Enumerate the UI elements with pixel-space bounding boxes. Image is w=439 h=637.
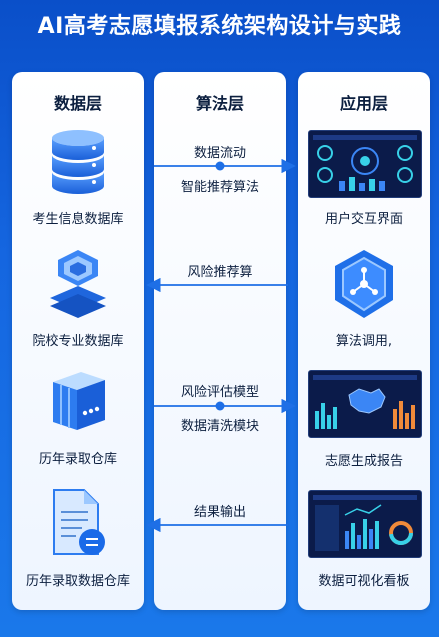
flow-1-bottom-label: 智能推荐算法 [180, 180, 259, 195]
map-dashboard-icon [308, 370, 422, 438]
layered-stack-icon [50, 250, 106, 318]
app-item-label: 用户交互界面 [324, 212, 403, 227]
algorithm-layer-heading: 算法层 [195, 94, 244, 113]
chart-dashboard-icon [308, 490, 422, 558]
app-item-label: 算法调用, [335, 334, 393, 349]
app-item-label: 数据可视化看板 [318, 574, 410, 589]
document-icon [53, 489, 105, 555]
flow-node-3 [215, 401, 225, 411]
shield-network-icon [335, 250, 393, 318]
flow-2-top-label: 风险推荐算 [187, 265, 253, 280]
warehouse-boxes-icon [53, 372, 105, 430]
data-item-label: 院校专业数据库 [32, 334, 124, 349]
application-layer-panel: 应用层 用户交互界面 [298, 72, 430, 610]
flow-4-top-label: 结果输出 [193, 505, 246, 520]
database-icon [52, 130, 104, 194]
flow-3-bottom-label: 数据清洗模块 [180, 419, 259, 434]
data-item-label: 考生信息数据库 [32, 212, 124, 227]
data-item-label: 历年录取数据仓库 [25, 574, 130, 589]
data-layer-heading: 数据层 [53, 94, 102, 113]
page-title: AI高考志愿填报系统架构设计与实践 [37, 14, 402, 39]
data-layer-panel: 数据层 考生信息数据库 院校专业数据库 [12, 72, 144, 610]
flow-3-top-label: 风险评估模型 [180, 385, 259, 400]
flow-node-1 [215, 161, 225, 171]
app-item-label: 志愿生成报告 [324, 454, 403, 469]
dashboard-screen-icon [308, 130, 422, 198]
flow-1-top-label: 数据流动 [193, 146, 246, 161]
data-item-label: 历年录取仓库 [38, 452, 117, 467]
application-layer-heading: 应用层 [339, 94, 388, 113]
